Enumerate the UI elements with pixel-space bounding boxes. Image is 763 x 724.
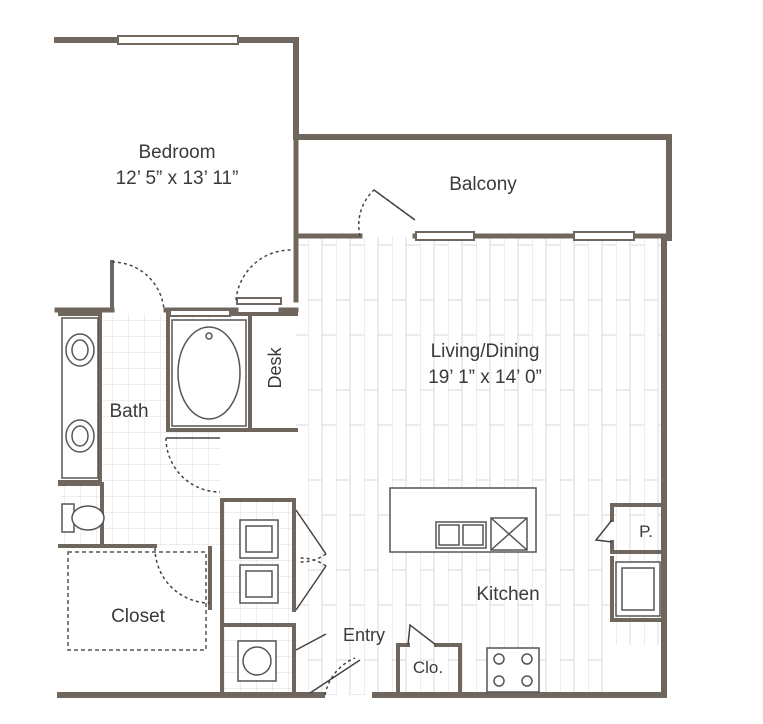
door-swing-icon <box>407 623 437 646</box>
window-icon <box>415 231 475 241</box>
window-icon <box>169 309 231 317</box>
door-swing-icon <box>373 189 416 221</box>
door-swing-icon <box>111 261 165 311</box>
washer-icon <box>239 519 279 559</box>
door-swing-icon <box>594 519 613 543</box>
living-label: Living/Dining <box>431 341 540 362</box>
door-swing-icon <box>357 189 416 237</box>
bedroom-label: Bedroom <box>138 142 215 163</box>
room-labels: Bedroom 12’ 5” x 13’ 11” Balcony Living/… <box>109 142 652 677</box>
bedroom-size: 12’ 5” x 13’ 11” <box>116 168 239 189</box>
living-size: 19’ 1” x 14’ 0” <box>428 367 542 388</box>
window-icon <box>236 297 282 305</box>
window-icon <box>117 35 239 45</box>
balcony-label: Balcony <box>449 174 517 195</box>
door-swing-icon <box>165 437 221 493</box>
dishwasher-icon <box>490 517 528 551</box>
stove-icon <box>486 647 540 693</box>
fixtures <box>61 317 661 693</box>
kitchen-label: Kitchen <box>476 584 539 605</box>
bath-label: Bath <box>109 401 148 422</box>
clo-label: Clo. <box>413 658 443 677</box>
window-icon <box>573 231 635 241</box>
pantry-label: P. <box>639 522 653 541</box>
dryer-icon <box>239 564 279 604</box>
balcony-rail-mark <box>480 134 540 140</box>
refrigerator-icon <box>615 561 661 617</box>
fridge-walls <box>610 556 666 622</box>
laundry-walls <box>220 498 296 695</box>
door-swing-icon <box>154 547 211 604</box>
bath-inner-walls <box>58 260 157 548</box>
door-swing-icon <box>235 249 293 301</box>
closet-shelf <box>67 551 207 651</box>
sink-icon <box>65 419 95 453</box>
pantry-walls <box>610 503 666 554</box>
kitchen-sink-icon <box>435 521 487 549</box>
closet-label: Closet <box>111 606 166 627</box>
desk-label: Desk <box>265 346 285 388</box>
kitchen-wood-floor <box>296 645 612 695</box>
entry-label: Entry <box>343 625 385 645</box>
water-heater-icon <box>237 640 277 682</box>
door-swing-icon <box>295 509 361 694</box>
living-wood-floor <box>296 237 662 645</box>
toilet-icon <box>61 503 105 533</box>
door-swing-icons <box>111 189 613 696</box>
bathtub-icon <box>171 319 247 427</box>
door-swing-icon <box>299 553 327 567</box>
sink-icon <box>65 333 95 367</box>
door-swing-icon <box>324 657 356 696</box>
clo-walls <box>396 643 462 697</box>
window-icons <box>117 35 635 317</box>
